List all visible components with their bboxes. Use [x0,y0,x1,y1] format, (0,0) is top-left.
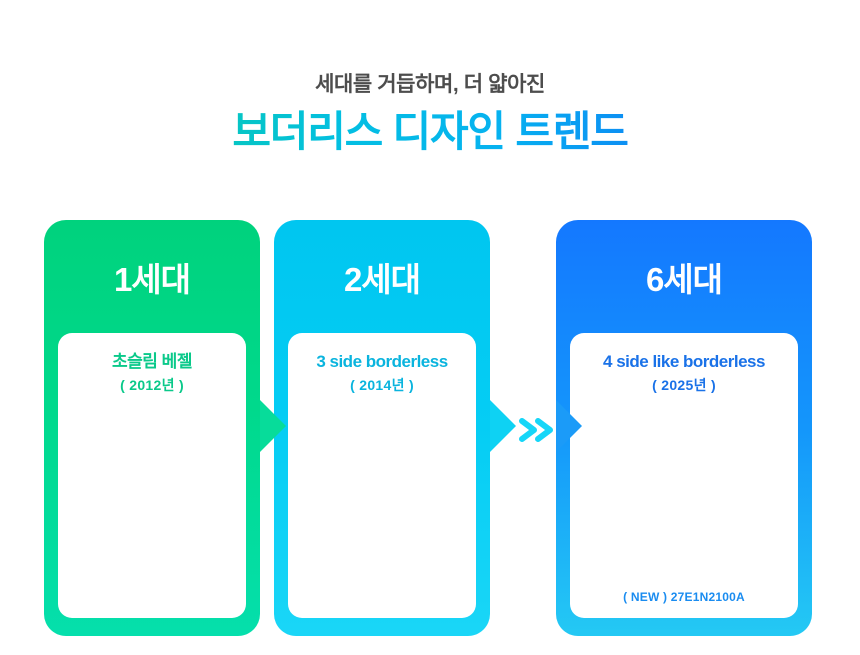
caption-year-3: ( 2025년 ) [652,376,716,393]
caption-text-2: 3 side borderless [316,352,448,371]
generation-badge-3: 6세대 [645,260,723,298]
arrow-gen2-to-gen3 [490,400,516,452]
arrow-gen1-to-gen2 [260,400,286,452]
generation-card-3[interactable]: 6세대 4 side like borderless ( 2025년 ) [556,220,812,636]
arrow-head-into-gen3 [556,400,582,452]
caption-text-1: 초슬림 베젤 [112,352,192,371]
generation-caption-2: 3 side borderless ( 2014년 ) [288,352,476,393]
generation-card-1[interactable]: 1세대 초슬림 베젤 ( 2012년 ) [44,220,260,636]
page-title: 보더리스 디자인 트렌드 [0,108,860,156]
caption-year-2: ( 2014년 ) [350,376,414,393]
generation-caption-1: 초슬림 베젤 ( 2012년 ) [58,352,246,393]
generation-panel-2: 3 side borderless ( 2014년 ) [288,333,476,618]
generation-panel-1: 초슬림 베젤 ( 2012년 ) [58,333,246,618]
generation-panel-3: 4 side like borderless ( 2025년 ) [570,333,798,618]
generation-badge-2: 2세대 [343,260,421,298]
page-subtitle: 세대를 거듭하며, 더 얇아진 [315,73,545,96]
double-chevron-icon [516,416,556,444]
caption-text-3: 4 side like borderless [603,352,765,371]
generation-caption-3: 4 side like borderless ( 2025년 ) [570,352,798,393]
generation-badge-1: 1세대 [113,260,191,298]
generation-card-2[interactable]: 2세대 3 side borderless ( 2014년 ) [274,220,490,636]
caption-year-1: ( 2012년 ) [120,376,184,393]
product-new-tag: ( NEW ) 27E1N2100A [623,590,745,604]
